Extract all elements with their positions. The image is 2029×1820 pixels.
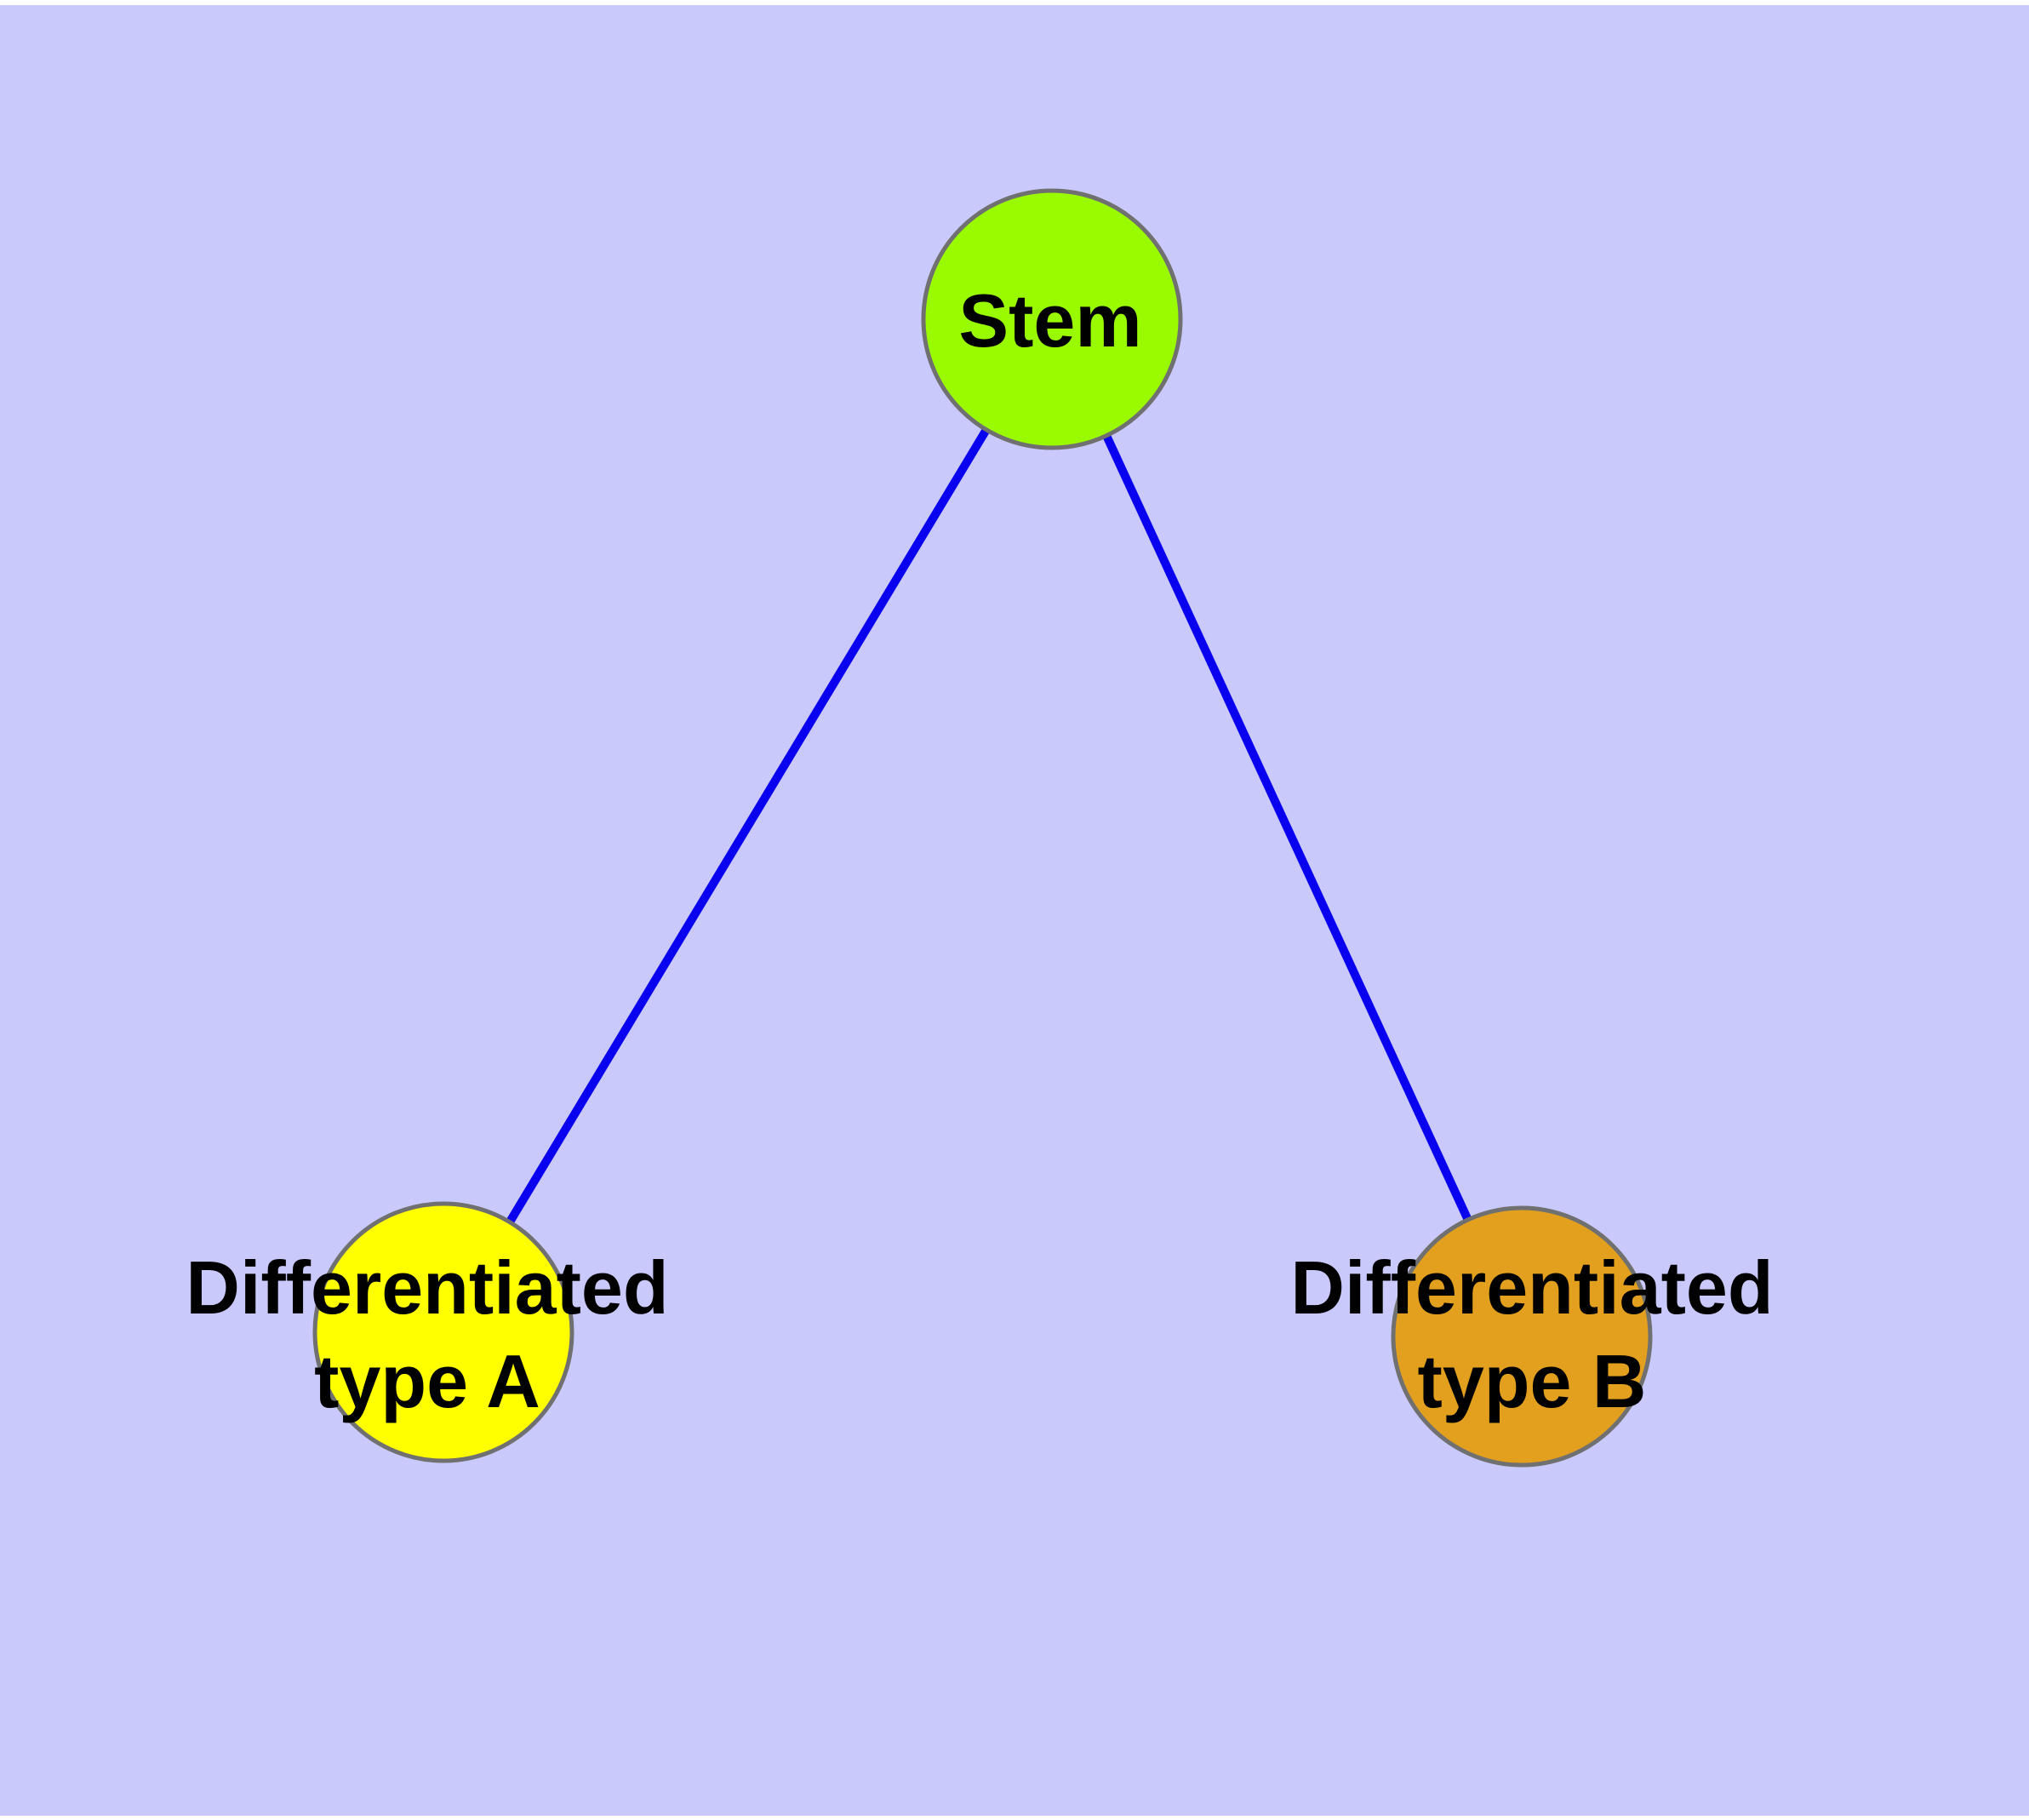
node-differentiated-type-a-circle — [312, 1201, 574, 1463]
node-stem-circle — [921, 188, 1183, 450]
edge-stem-to-type-a — [439, 317, 1057, 1335]
node-differentiated-type-b-circle — [1391, 1205, 1653, 1468]
edge-stem-to-type-b — [1049, 317, 1526, 1339]
